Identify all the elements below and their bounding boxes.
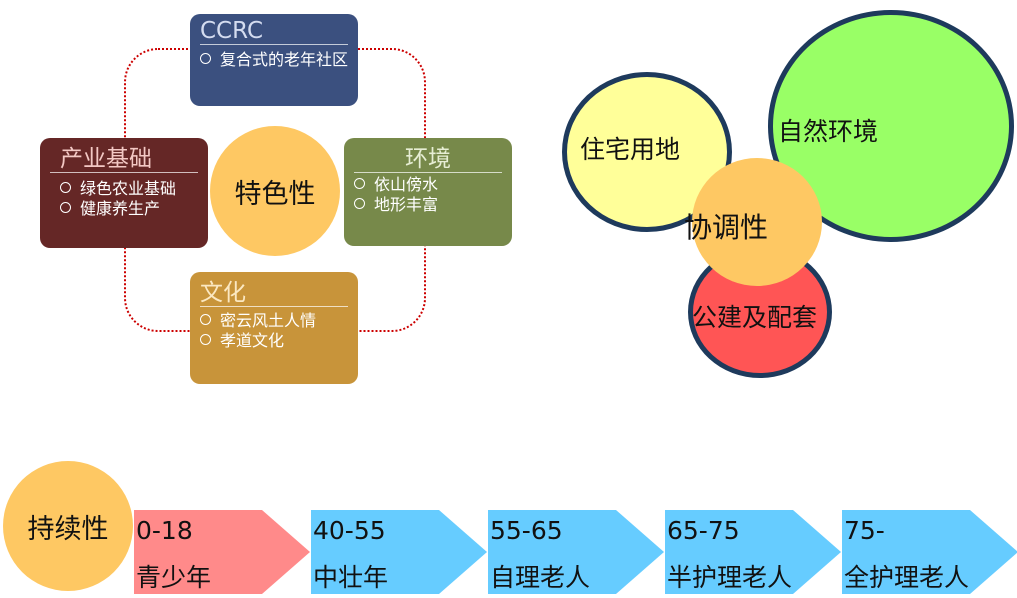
circle-bullet-icon xyxy=(200,314,211,325)
age-stage-1: 0-18 青少年 xyxy=(134,510,310,594)
culture-card-title: 文化 xyxy=(200,280,246,306)
stage-arrow-shape xyxy=(134,510,310,594)
feature-center-label: 特色性 xyxy=(234,178,316,210)
stage-age-range: 55-65 xyxy=(490,516,563,545)
age-stage-2: 40-55 中壮年 xyxy=(311,510,487,594)
circle-bullet-icon xyxy=(60,182,71,193)
environment-item: 依山傍水 xyxy=(344,173,512,195)
circle-bullet-icon xyxy=(200,53,211,64)
environment-card-divider xyxy=(354,172,502,173)
public-facilities-label: 公建及配套 xyxy=(692,303,818,332)
circle-bullet-icon xyxy=(200,334,211,345)
industry-card: 产业基础 绿色农业基础 健康养生产 xyxy=(40,138,208,248)
environment-card-title: 环境 xyxy=(405,146,451,172)
stage-age-range: 75- xyxy=(844,516,885,545)
circle-bullet-icon xyxy=(354,178,365,189)
culture-item: 孝道文化 xyxy=(190,331,358,351)
stage-arrow-shape xyxy=(665,510,841,594)
stage-label: 半护理老人 xyxy=(667,563,793,592)
stage-label: 中壮年 xyxy=(313,563,389,592)
culture-card-divider xyxy=(200,306,348,307)
ccrc-card-title: CCRC xyxy=(200,18,264,44)
stage-label: 全护理老人 xyxy=(844,563,970,592)
culture-card: 文化 密云风土人情 孝道文化 xyxy=(190,272,358,384)
stage-arrow-fill xyxy=(311,510,487,594)
nature-label: 自然环境 xyxy=(778,117,879,146)
age-stage-5: 75- 全护理老人 xyxy=(842,510,1017,594)
stage-arrow-fill xyxy=(134,510,310,594)
ccrc-card-divider xyxy=(200,44,348,45)
coordination-center-bubble xyxy=(692,158,822,286)
stage-age-range: 40-55 xyxy=(313,516,386,545)
environment-item: 地形丰富 xyxy=(344,195,512,215)
stage-arrow-shape xyxy=(311,510,487,594)
sustainability-circle: 持续性 xyxy=(3,461,133,591)
stage-arrow-fill xyxy=(488,510,664,594)
industry-card-title: 产业基础 xyxy=(60,146,152,172)
stage-label: 自理老人 xyxy=(490,563,591,592)
stage-age-range: 0-18 xyxy=(136,516,193,545)
stage-age-range: 65-75 xyxy=(667,516,740,545)
industry-card-divider xyxy=(50,172,198,173)
coordination-label: 协调性 xyxy=(684,211,769,244)
stage-arrow-shape xyxy=(842,510,1017,594)
circle-bullet-icon xyxy=(354,198,365,209)
culture-item: 密云风土人情 xyxy=(190,307,358,331)
stage-arrow-fill xyxy=(842,510,1017,594)
age-stage-3: 55-65 自理老人 xyxy=(488,510,664,594)
industry-item: 绿色农业基础 xyxy=(40,173,208,199)
circle-bullet-icon xyxy=(60,202,71,213)
stage-label: 青少年 xyxy=(136,563,212,592)
stage-arrow-fill xyxy=(665,510,841,594)
stage-arrow-shape xyxy=(488,510,664,594)
ccrc-item: 复合式的老年社区 xyxy=(190,45,358,70)
feature-center-circle: 特色性 xyxy=(210,126,340,256)
ccrc-card: CCRC 复合式的老年社区 xyxy=(190,14,358,106)
age-stage-4: 65-75 半护理老人 xyxy=(665,510,841,594)
residential-label: 住宅用地 xyxy=(580,135,681,164)
environment-card: 环境 依山傍水 地形丰富 xyxy=(344,138,512,246)
industry-item: 健康养生产 xyxy=(40,199,208,219)
sustainability-label: 持续性 xyxy=(27,513,109,545)
